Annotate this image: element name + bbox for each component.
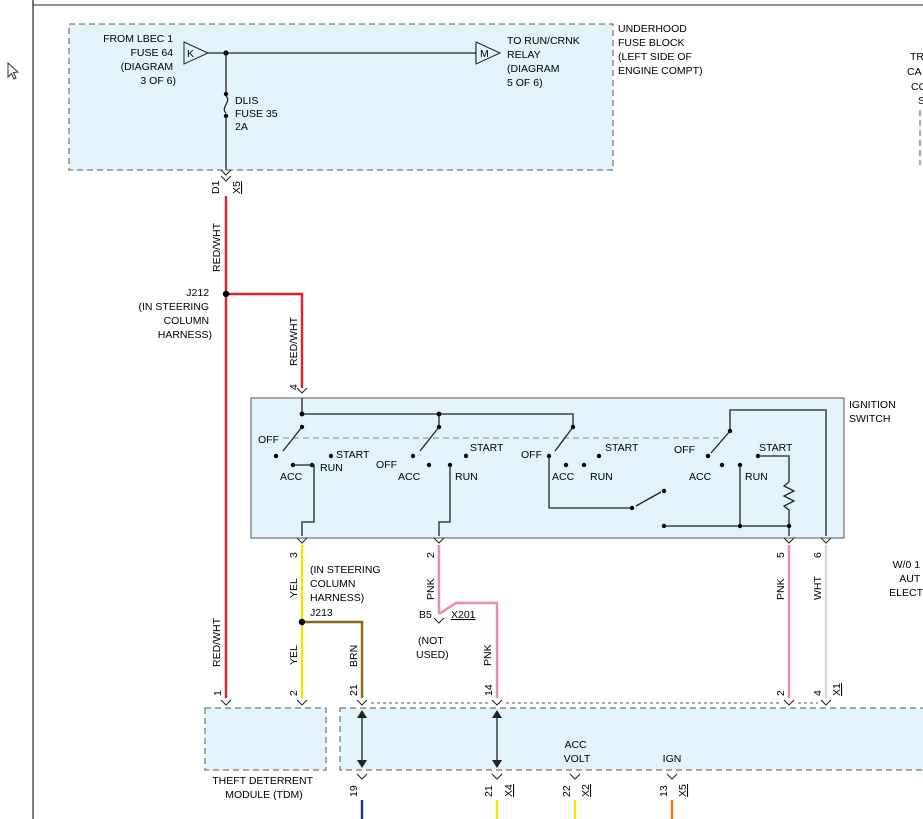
switch3-start-label: START bbox=[605, 442, 639, 454]
connector-x5-label: X5 bbox=[231, 181, 243, 194]
not-used-note: (NOT USED) bbox=[416, 635, 449, 661]
switch2-off-label: OFF bbox=[376, 459, 397, 471]
pin-k-label: K bbox=[187, 48, 194, 60]
bottom-wires bbox=[360, 800, 674, 819]
switch1-run-label: RUN bbox=[320, 462, 343, 474]
right-edge-partial-component: TR CA CO S W/0 1 AUT ELECT bbox=[889, 51, 923, 599]
wire-label-brn: BRN bbox=[348, 645, 360, 667]
pin-b5-label: B5 bbox=[419, 609, 432, 621]
switch1-acc-label: ACC bbox=[280, 471, 303, 483]
switch2-acc-label: ACC bbox=[398, 471, 421, 483]
ignition-switch-title: IGNITION SWITCH bbox=[849, 399, 899, 425]
wire-wht: WHT bbox=[812, 545, 828, 698]
switch2-start-label: START bbox=[470, 442, 504, 454]
wire-label-red-wht-3: RED/WHT bbox=[211, 617, 223, 667]
svg-text:21: 21 bbox=[483, 785, 495, 797]
wire-label-pnk-2: PNK bbox=[482, 644, 494, 666]
pin-d1-label: D1 bbox=[210, 180, 222, 194]
ign-label: IGN bbox=[663, 753, 682, 765]
switch1-start-label: START bbox=[336, 449, 370, 461]
svg-text:14: 14 bbox=[483, 684, 495, 696]
fuse-source-label: FROM LBEC 1 FUSE 64 (DIAGRAM 3 OF 6) bbox=[103, 33, 176, 87]
svg-text:2: 2 bbox=[425, 552, 437, 558]
wire-label-red-wht-1: RED/WHT bbox=[211, 222, 223, 272]
resistor-icon bbox=[782, 481, 796, 536]
fuse-icon bbox=[223, 95, 229, 114]
svg-text:W/0 1 AUT ELECT: W/0 1 AUT ELECT bbox=[889, 559, 923, 599]
ignition-switch: IGNITION SWITCH OFF START ACC RUN OFF ST… bbox=[250, 397, 899, 539]
wire-label-pnk-1: PNK bbox=[425, 578, 437, 600]
svg-text:13: 13 bbox=[658, 785, 670, 797]
switch3-off-label: OFF bbox=[521, 449, 542, 461]
splice-j213-label: J213 bbox=[310, 607, 333, 619]
svg-text:6: 6 bbox=[812, 552, 824, 558]
mouse-cursor-icon bbox=[7, 61, 20, 80]
svg-text:5: 5 bbox=[775, 552, 787, 558]
page-frame bbox=[32, 0, 923, 819]
switch4-run-label: RUN bbox=[745, 471, 768, 483]
splice-j212-dot bbox=[222, 290, 230, 298]
svg-text:4: 4 bbox=[812, 690, 824, 696]
fuse-block-title: UNDERHOOD FUSE BLOCK (LEFT SIDE OF ENGIN… bbox=[618, 23, 703, 77]
tdm-title: THEFT DETERRENT MODULE (TDM) bbox=[212, 775, 315, 801]
svg-text:2: 2 bbox=[288, 690, 300, 696]
connector-x5-bottom-label: X5 bbox=[677, 784, 689, 797]
svg-text:CA: CA bbox=[907, 66, 922, 78]
svg-text:2: 2 bbox=[775, 690, 787, 696]
fuse-label: DLIS FUSE 35 2A bbox=[235, 95, 281, 133]
ignition-input-pin: 4 bbox=[288, 384, 308, 394]
svg-text:21: 21 bbox=[348, 684, 360, 696]
connector-x201: B5 X201 (NOT USED) bbox=[416, 609, 476, 661]
svg-text:CO: CO bbox=[911, 81, 923, 93]
connector-x4-label: X4 bbox=[503, 784, 515, 797]
switch3-acc-label: ACC bbox=[552, 471, 575, 483]
splice-j213-note: (IN STEERING COLUMN HARNESS) bbox=[310, 564, 384, 604]
pin-m-label: M bbox=[480, 48, 489, 60]
switch4-off-label: OFF bbox=[674, 444, 695, 456]
wire-red-wht: RED/WHT RED/WHT RED/WHT bbox=[211, 196, 304, 698]
wire-label-wht: WHT bbox=[812, 576, 824, 600]
wire-label-yel-2: YEL bbox=[288, 645, 300, 665]
switch1-off-label: OFF bbox=[258, 434, 279, 446]
ignition-output-pins: 3 2 5 6 bbox=[288, 537, 832, 558]
wire-label-red-wht-2: RED/WHT bbox=[288, 316, 300, 366]
wire-label-yel-1: YEL bbox=[288, 578, 300, 598]
acc-volt-label: ACC VOLT bbox=[564, 739, 591, 765]
switch4-acc-label: ACC bbox=[689, 471, 712, 483]
svg-text:S: S bbox=[918, 95, 923, 107]
connector-x2-label: X2 bbox=[580, 784, 592, 797]
switch4-start-label: START bbox=[759, 442, 793, 454]
connector-x201-label: X201 bbox=[451, 609, 476, 621]
connector-d1: D1 X5 bbox=[210, 169, 243, 194]
wire-brn: BRN bbox=[302, 620, 364, 698]
svg-text:22: 22 bbox=[561, 785, 573, 797]
switch2-run-label: RUN bbox=[455, 471, 478, 483]
theft-deterrent-module: THEFT DETERRENT MODULE (TDM) 1 2 21 14 2… bbox=[204, 683, 923, 801]
wire-pnk: PNK PNK PNK bbox=[425, 545, 791, 698]
wire-label-pnk-3: PNK bbox=[775, 578, 787, 600]
svg-text:1: 1 bbox=[212, 690, 224, 696]
splice-j212-label: J212 (IN STEERING COLUMN HARNESS) bbox=[138, 287, 212, 341]
svg-text:4: 4 bbox=[288, 384, 300, 390]
svg-text:TR: TR bbox=[910, 51, 923, 63]
pin-k-connector-icon bbox=[183, 41, 210, 65]
svg-text:3: 3 bbox=[288, 552, 300, 558]
svg-text:19: 19 bbox=[348, 785, 360, 797]
pin-m-connector-icon bbox=[475, 41, 502, 65]
internal-link-arrow-icon bbox=[357, 710, 502, 768]
underhood-fuse-block: FROM LBEC 1 FUSE 64 (DIAGRAM 3 OF 6) K M… bbox=[68, 23, 703, 171]
splice-j213-dot bbox=[298, 618, 306, 626]
fuse-dest-label: TO RUN/CRNK RELAY (DIAGRAM 5 OF 6) bbox=[507, 35, 583, 89]
connector-x1-label: X1 bbox=[831, 683, 843, 696]
switch3-run-label: RUN bbox=[590, 471, 613, 483]
